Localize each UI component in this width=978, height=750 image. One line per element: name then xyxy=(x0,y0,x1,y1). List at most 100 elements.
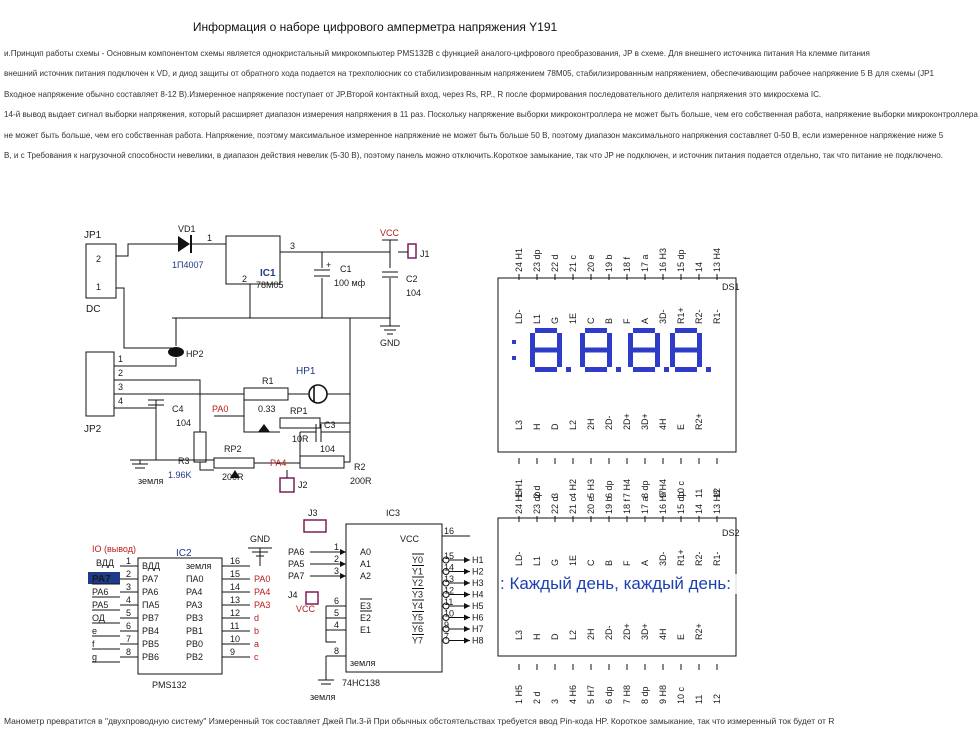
ic2-left-pin-label: PB6 xyxy=(142,652,159,662)
ic3-output-net: H7 xyxy=(472,624,484,634)
segment xyxy=(607,333,612,350)
intro-line: В, и с Требования к нагрузочной способно… xyxy=(4,151,943,161)
ic2-left-net: e xyxy=(92,626,97,636)
ic3-vcc-pin: 16 xyxy=(444,526,454,536)
ic3-body xyxy=(345,523,443,673)
ic2-vdd-ext: ВДД xyxy=(96,558,114,568)
decimal-point xyxy=(616,367,621,372)
page-title: Информация о наборе цифрового амперметра… xyxy=(192,20,558,34)
display-bottom-label: 3D+ xyxy=(640,413,650,430)
c1-plus: + xyxy=(326,260,331,270)
segment xyxy=(535,367,557,372)
c2-value: 104 xyxy=(406,288,421,298)
ic3-input-label: A2 xyxy=(360,571,371,581)
c3-value: 104 xyxy=(320,444,335,454)
display-bottom-pin: 2 d xyxy=(532,691,542,704)
j4-vcc-label: VCC xyxy=(296,604,316,614)
display-top-pin: 24 H1 xyxy=(514,248,524,272)
ic2-right-pin-num: 13 xyxy=(230,595,240,605)
ic2-left-pin-label: ВДД xyxy=(142,561,160,571)
r3-label: R3 xyxy=(178,456,190,466)
ic3-vcc-label: VCC xyxy=(400,534,420,544)
power-section: JP1 2 1 DC VD1 1П4007 1 IC1 78M05 3 2 + … xyxy=(84,224,430,420)
ic2-right-net: b xyxy=(254,626,259,636)
segment xyxy=(655,333,660,350)
vd1-part-label: 1П4007 xyxy=(172,260,204,270)
ic2-right-net: PA0 xyxy=(254,574,270,584)
jp2-pin-2: 2 xyxy=(118,368,123,378)
display-bottom-label: 2H xyxy=(586,628,596,640)
ic2-right-pin-num: 10 xyxy=(230,634,240,644)
ic3-input-net: PA7 xyxy=(288,571,304,581)
ic3-gnd-pin: 8 xyxy=(334,646,339,656)
display-top-pin: 22 d xyxy=(550,254,560,272)
display-bottom-pin: 10 c xyxy=(676,480,686,498)
display-top-label: F xyxy=(622,560,632,566)
ic2-right-pin-num: 16 xyxy=(230,556,240,566)
display-bottom-label: 2D+ xyxy=(622,413,632,430)
ic2-right-pin-num: 9 xyxy=(230,647,235,657)
vcc-label: VCC xyxy=(380,228,400,238)
jp2-pin-4: 4 xyxy=(118,396,123,406)
potentiometer-rp2 xyxy=(213,457,255,469)
intro-paragraph: и.Принцип работы схемы - Основным компон… xyxy=(4,44,978,166)
display-bottom-label: 4H xyxy=(658,628,668,640)
ic2-left-pin-label: PA6 xyxy=(142,587,158,597)
display-bottom-pin: 6 dp xyxy=(604,686,614,704)
ic3-input-net: PA5 xyxy=(288,559,304,569)
display-top-pin: 23 dp xyxy=(532,249,542,272)
ic2-right-pin-label: PA4 xyxy=(186,587,202,597)
display-top-label: L1 xyxy=(532,556,542,566)
display-top-pin: 14 xyxy=(694,504,704,514)
display-top-pin: 15 dp xyxy=(676,491,686,514)
j3-pin xyxy=(303,519,327,533)
display-bottom-pin: 6 dp xyxy=(604,480,614,498)
ic3-part-label: 74HC138 xyxy=(342,678,380,688)
display-top-label: F xyxy=(622,318,632,324)
display-bottom-pin: 4 H2 xyxy=(568,479,578,498)
ic3-output-net: H3 xyxy=(472,578,484,588)
display-bottom-label: 2D- xyxy=(604,625,614,640)
display-top-label: R1- xyxy=(712,551,722,566)
ic2-part-label: PMS132 xyxy=(152,680,187,690)
display-bottom-pin: 10 c xyxy=(676,686,686,704)
display-bottom-pin: 12 xyxy=(712,488,722,498)
ic3-output-net: H6 xyxy=(472,613,484,623)
ic2-right-pin-label: PB2 xyxy=(186,652,203,662)
j4-pin xyxy=(305,591,319,605)
ic3-output-net: H1 xyxy=(472,555,484,565)
ic3-enable-pin-num: 5 xyxy=(334,608,339,618)
ic3-output-label: Y0 xyxy=(412,555,423,565)
seven-segment-digit xyxy=(628,328,669,372)
segment xyxy=(633,367,655,372)
j3-label: J3 xyxy=(308,508,318,518)
ic2-left-net: PA5 xyxy=(92,600,108,610)
display-top-pin: 19 b xyxy=(604,496,614,514)
diode-vd1 xyxy=(178,236,190,252)
ic2-right-net: a xyxy=(254,639,259,649)
decimal-point xyxy=(566,367,571,372)
ic2-body xyxy=(137,557,223,675)
jp2-label: JP2 xyxy=(84,424,102,435)
ic3-output-net: H8 xyxy=(472,636,484,646)
ic3-enable-pin-num: 4 xyxy=(334,620,339,630)
display-top-pin: 21 c xyxy=(568,496,578,514)
display-top-label: B xyxy=(604,318,614,324)
c4-label: C4 xyxy=(172,404,184,414)
segment xyxy=(697,350,702,367)
display-top-pin: 19 b xyxy=(604,254,614,272)
ds1-label: DS1 xyxy=(722,282,740,292)
display-bottom-pin: 1 H5 xyxy=(514,685,524,704)
segment xyxy=(585,347,607,353)
j4-label: J4 xyxy=(288,590,298,600)
segment xyxy=(585,367,607,372)
ic2-right-pin-label: PB0 xyxy=(186,639,203,649)
segment xyxy=(670,350,675,367)
intro-line: Входное напряжение обычно составляет 8-1… xyxy=(4,89,822,99)
ic3-ground-bottom: земля xyxy=(310,692,335,702)
display-top-label: C xyxy=(586,317,596,324)
ic2-left-pin-num: 1 xyxy=(126,556,131,566)
segment xyxy=(628,333,633,350)
display-top-pin: 13 H8 xyxy=(712,490,722,514)
ic3-input-pin-num: 2 xyxy=(334,554,339,564)
